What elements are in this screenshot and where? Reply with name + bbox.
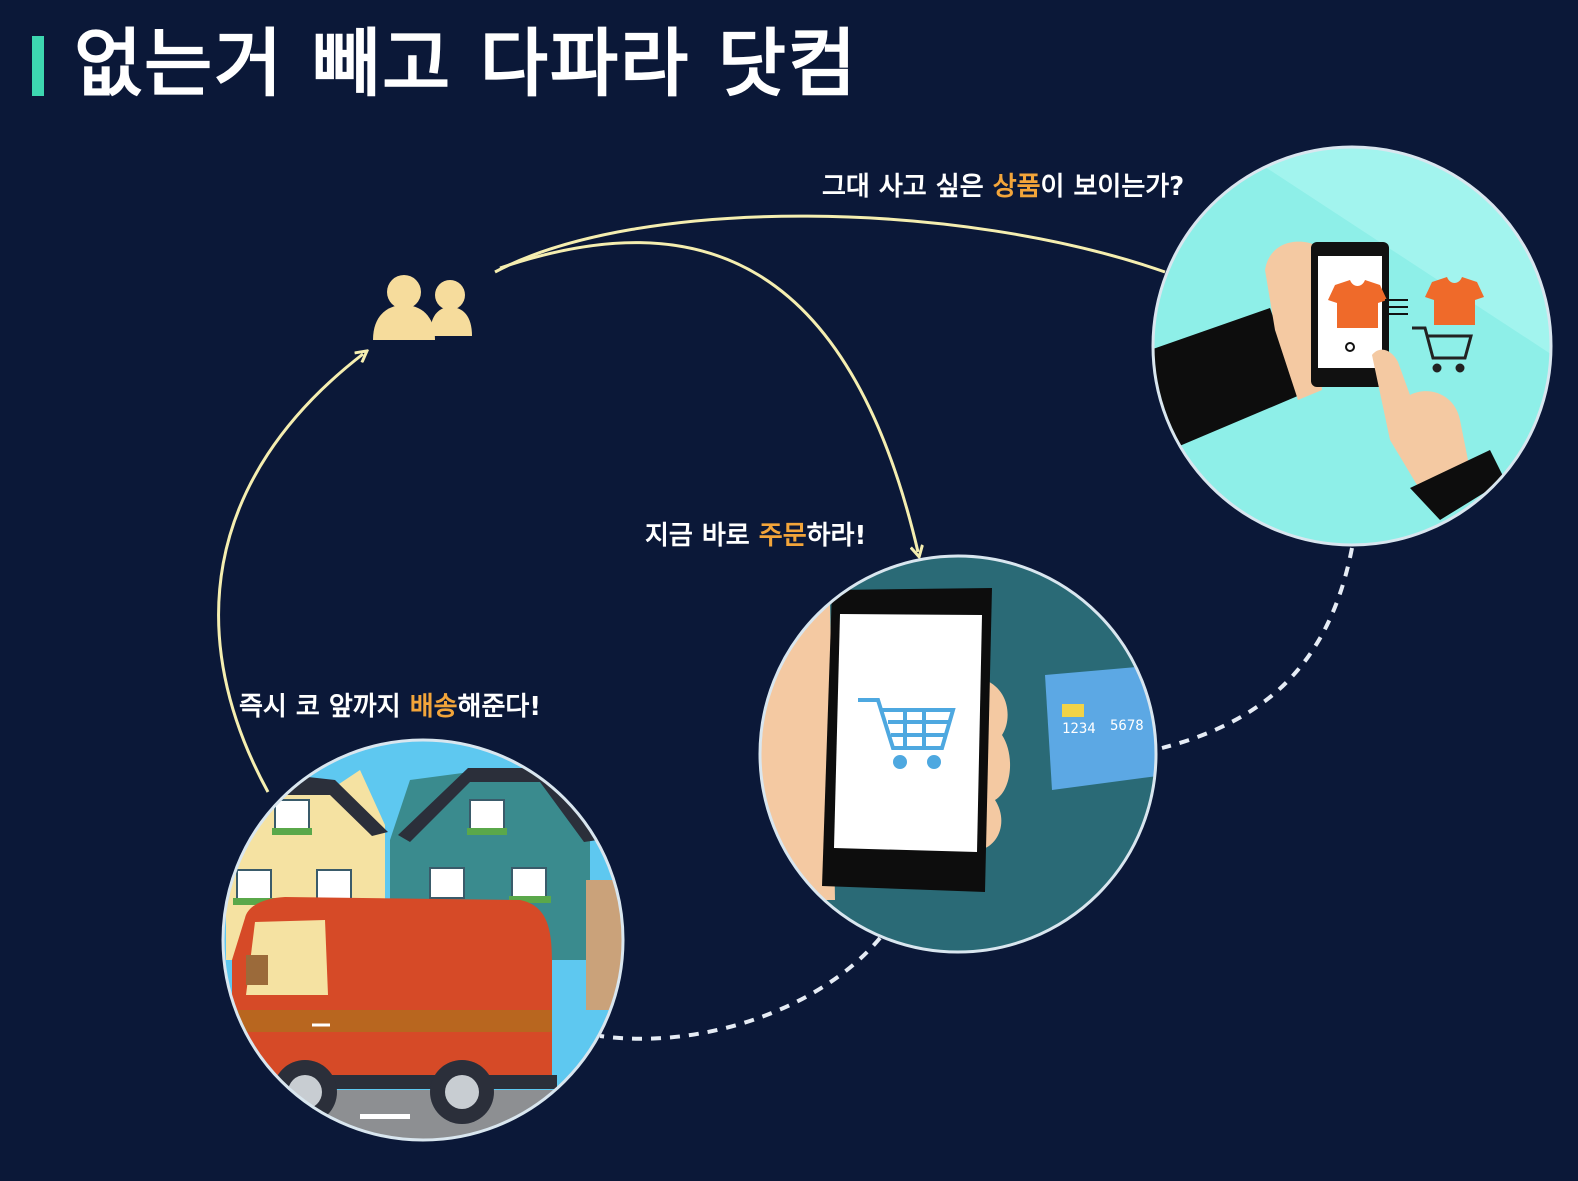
page-title: 없는거 빼고 다파라 닷컴 bbox=[74, 21, 859, 107]
product-illustration bbox=[1151, 145, 1553, 547]
delivery-illustration bbox=[221, 738, 625, 1142]
arrow-delivery-to-users bbox=[217, 354, 363, 793]
caption-product: 그대 사고 싶은 상품이 보이는가? bbox=[822, 166, 1184, 203]
caption-delivery-before: 즉시 코 앞까지 bbox=[239, 692, 410, 722]
order-illustration: 1234 5678 bbox=[758, 554, 1158, 954]
caption-delivery: 즉시 코 앞까지 배송해준다! bbox=[239, 686, 541, 723]
caption-product-after: 이 보이는가? bbox=[1040, 172, 1185, 202]
card-number-left: 1234 bbox=[1062, 721, 1096, 737]
caption-delivery-highlight: 배송 bbox=[409, 692, 458, 722]
delivery-truck-icon bbox=[232, 897, 557, 1124]
title-accent-bar bbox=[32, 36, 44, 96]
caption-order-before: 지금 바로 bbox=[645, 521, 759, 551]
shopping-cart-icon bbox=[1412, 326, 1473, 373]
users-icon bbox=[373, 275, 472, 340]
card-number-right: 5678 bbox=[1110, 718, 1144, 734]
credit-card-icon bbox=[1045, 665, 1155, 790]
caption-order-after: 하라! bbox=[806, 521, 867, 551]
caption-order: 지금 바로 주문하라! bbox=[645, 515, 866, 552]
dashed-order-to-delivery bbox=[599, 936, 882, 1041]
caption-order-highlight: 주문 bbox=[758, 521, 807, 551]
dashed-product-to-order bbox=[1161, 547, 1354, 750]
caption-delivery-after: 해준다! bbox=[457, 692, 542, 722]
t-shirt-icon bbox=[1328, 280, 1387, 328]
t-shirt-icon bbox=[1425, 277, 1484, 325]
caption-product-before: 그대 사고 싶은 bbox=[822, 172, 993, 202]
arrow-users-to-order bbox=[499, 241, 918, 552]
shopping-cart-icon bbox=[858, 698, 956, 769]
caption-product-highlight: 상품 bbox=[992, 172, 1041, 202]
arrow-users-to-product bbox=[494, 214, 1166, 274]
